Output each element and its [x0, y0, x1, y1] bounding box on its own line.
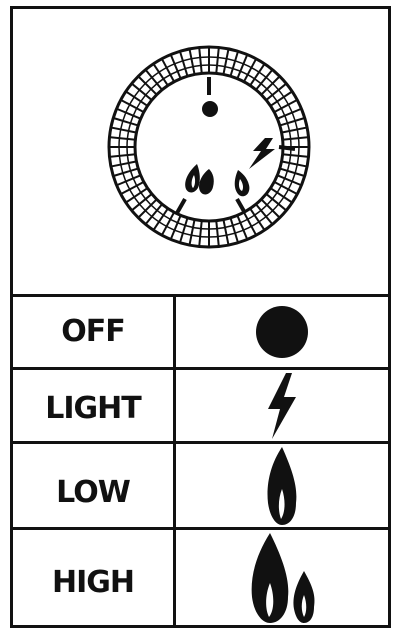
- knob-ridge: [231, 219, 238, 242]
- knob-ridge: [281, 169, 304, 176]
- knob-ridge: [199, 222, 201, 246]
- double-flame-icon: [176, 530, 388, 625]
- knob-ridge: [190, 50, 195, 74]
- control-knob-diagram: [13, 9, 388, 297]
- setting-label-high: HIGH: [13, 565, 173, 600]
- knob-ridge: [180, 219, 187, 242]
- setting-label-off: OFF: [13, 314, 173, 349]
- knob-ridge: [284, 137, 308, 139]
- small-flame-icon: [176, 444, 388, 527]
- knob-ridge: [281, 118, 304, 125]
- setting-label-light: LIGHT: [13, 391, 173, 426]
- knob-ridge: [110, 137, 134, 139]
- off-dot-icon: [176, 297, 388, 367]
- knob-ridge: [112, 162, 136, 167]
- tick-high: [237, 199, 245, 213]
- dial-off-dot-icon: [202, 101, 218, 117]
- setting-label-low: LOW: [13, 475, 173, 510]
- knob-ridge: [284, 154, 308, 156]
- knob-ridge: [110, 154, 134, 156]
- dial-double-flame-icon: [235, 170, 250, 196]
- knob-ridge: [224, 221, 229, 245]
- dial-lightning-icon: [249, 138, 275, 169]
- knob-ridge: [114, 169, 137, 176]
- knob-ridge: [216, 48, 218, 72]
- knob-ridge: [180, 52, 187, 75]
- knob-ridge: [190, 221, 195, 245]
- knob-ridge: [114, 118, 137, 125]
- knob-ridge: [224, 50, 229, 74]
- knob-ridge: [199, 48, 201, 72]
- knob-ridge: [283, 128, 307, 133]
- lightning-icon: [176, 370, 388, 441]
- knob-ridge: [216, 222, 218, 246]
- dial-small-flame-icon: [185, 164, 200, 192]
- knob-ridge: [231, 52, 238, 75]
- control-legend-frame: OFF LIGHT LOW HIGH: [10, 6, 391, 628]
- tick-light: [279, 147, 295, 149]
- knob-svg: [13, 9, 388, 297]
- dial-flame-icon: [199, 169, 214, 194]
- knob-ridge: [283, 162, 307, 167]
- tick-low: [177, 199, 185, 213]
- knob-ridge: [112, 128, 136, 133]
